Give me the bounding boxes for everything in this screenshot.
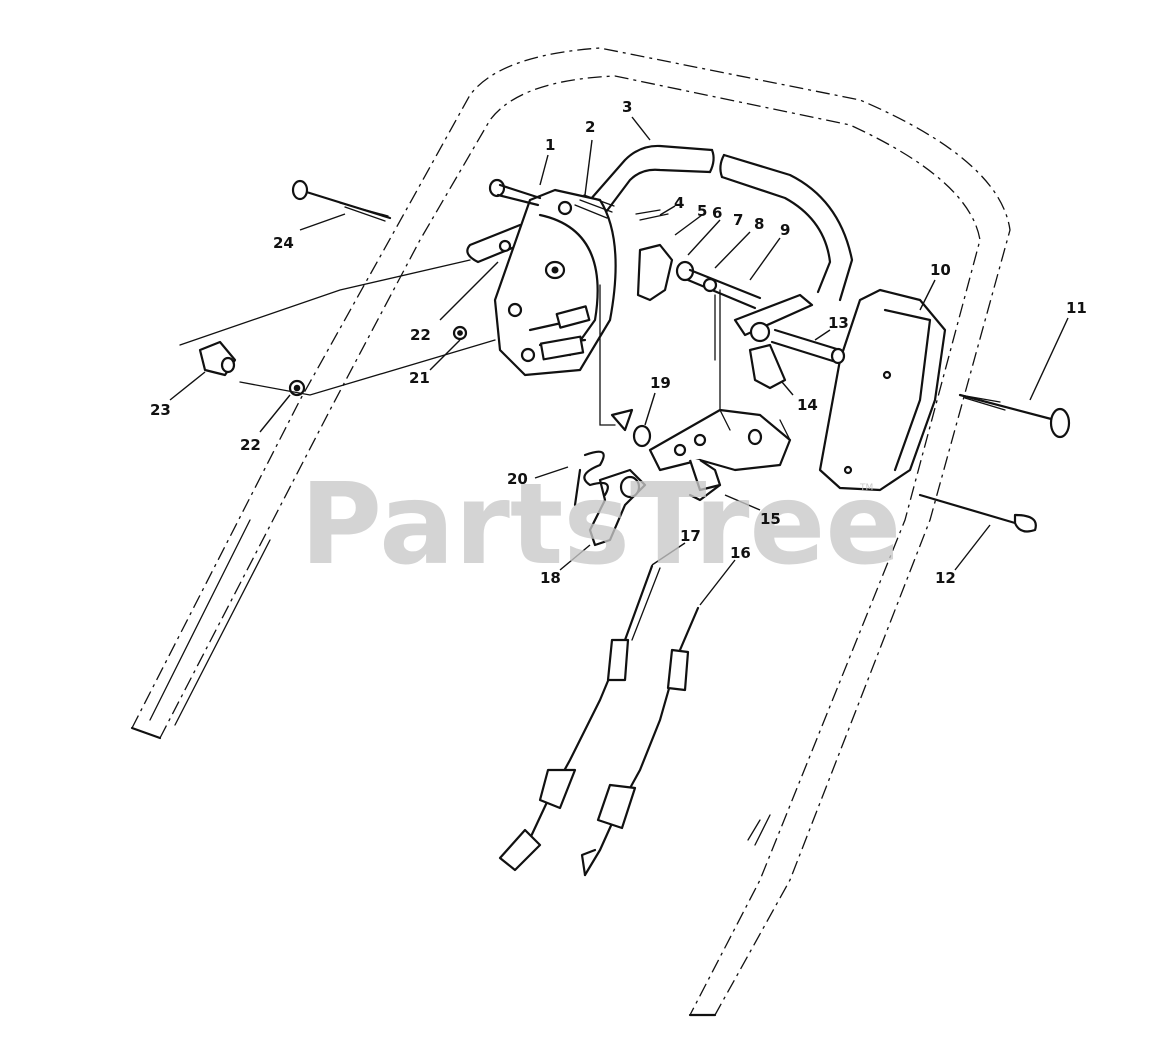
callout-15: 15 [760,510,781,528]
guide-lines [179,259,791,441]
control-panel [818,288,947,492]
callout-4: 4 [674,194,684,212]
callout-14: 14 [797,396,818,414]
callout-22-upper: 22 [410,326,431,344]
callout-2: 2 [585,118,595,136]
upper-handle-bar [466,144,854,302]
callout-18: 18 [540,569,561,587]
bracket [648,408,792,502]
callout-19: 19 [650,374,671,392]
lever-assembly [573,408,652,547]
callout-10: 10 [930,261,951,279]
hardware [198,178,1071,533]
callout-23: 23 [150,401,171,419]
callout-24: 24 [273,234,294,252]
callout-1: 1 [545,136,555,154]
control-housing [493,188,617,377]
callout-12: 12 [935,569,956,587]
callout-8: 8 [754,215,764,233]
callout-16: 16 [730,544,751,562]
linkage-parts [635,209,846,390]
watermark-text: PartsTree [300,460,901,590]
watermark-trademark: TM [859,483,873,493]
callout-6: 6 [712,204,722,222]
callout-3: 3 [622,98,632,116]
callout-21: 21 [409,369,430,387]
callout-17: 17 [680,527,701,545]
callout-5: 5 [697,202,707,220]
leader-lines [169,116,1069,606]
callout-9: 9 [780,221,790,239]
callout-22-lower: 22 [240,436,261,454]
callout-7: 7 [733,211,743,229]
callout-11: 11 [1066,299,1087,317]
callout-13: 13 [828,314,849,332]
lower-handle-tube [130,47,1011,1017]
control-cables [498,564,700,877]
callout-20: 20 [507,470,528,488]
